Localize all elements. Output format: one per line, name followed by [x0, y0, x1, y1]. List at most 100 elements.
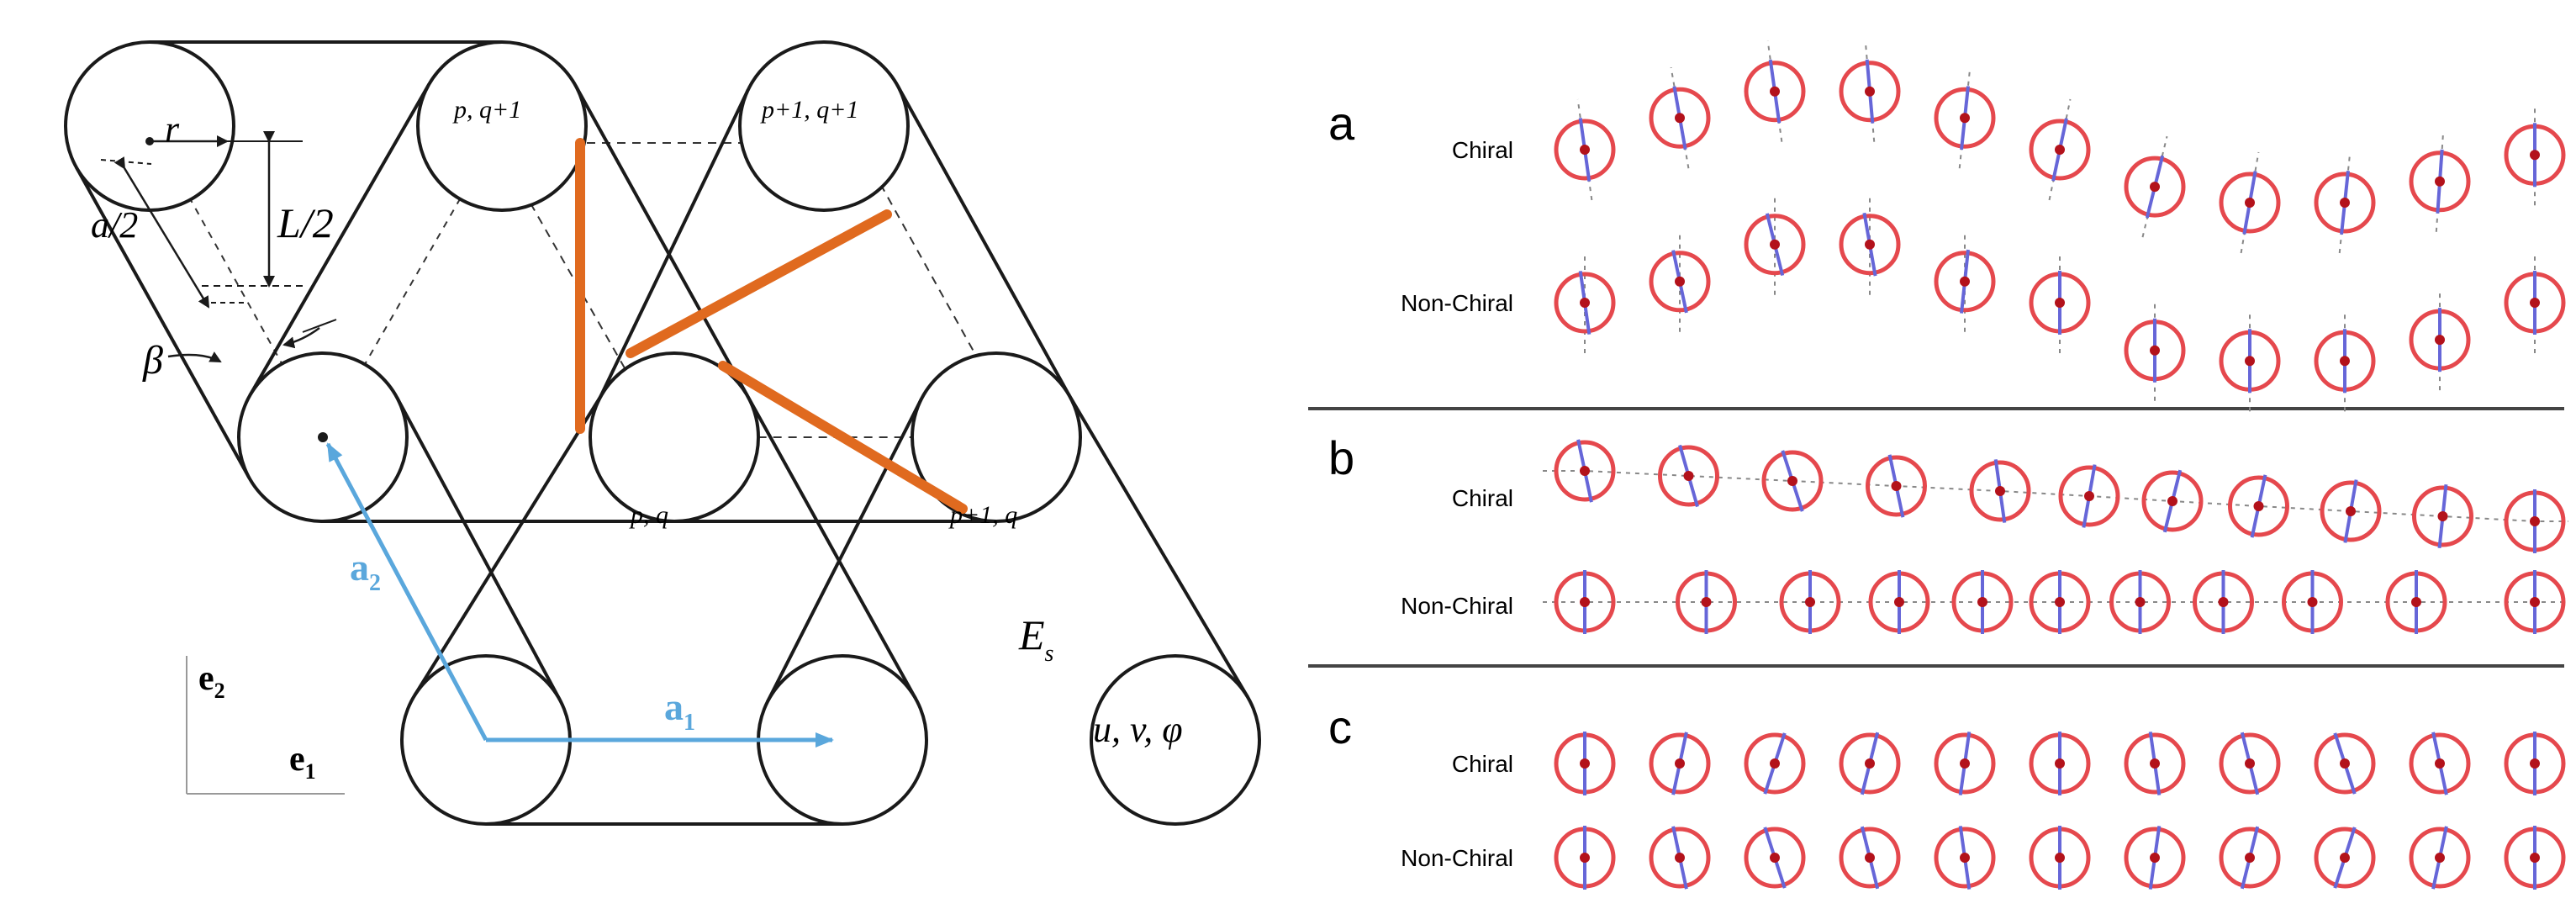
rod: [2240, 732, 2260, 795]
ring: [1554, 732, 1616, 795]
guide-line: [1958, 67, 1972, 169]
ring-node: [2193, 570, 2254, 634]
ring-center-dot: [2340, 356, 2350, 367]
ring: [2314, 732, 2376, 795]
row-label-b-chiral: Chiral: [1452, 485, 1513, 511]
ring-node: [2504, 271, 2566, 335]
ligament: [1067, 394, 1249, 699]
rod: [2051, 118, 2068, 182]
row-label-c-nonchiral: Non-Chiral: [1401, 845, 1513, 871]
ring-node: [2409, 826, 2471, 890]
ring-center-dot: [1995, 486, 2005, 496]
ring-node: [1658, 444, 1719, 508]
ring: [1969, 460, 2031, 522]
label-node-p1-q: p+1, q: [948, 501, 1017, 529]
ring: [1744, 61, 1806, 123]
ligament: [248, 83, 431, 397]
label-Es: Es: [1018, 611, 1054, 667]
ring: [2504, 571, 2566, 633]
label-a1: a1: [664, 685, 695, 736]
ring-node: [1554, 826, 1616, 890]
rod: [2250, 474, 2267, 538]
highlighted-ligament: [626, 209, 892, 358]
ring-node: [2409, 149, 2471, 214]
rod: [2343, 479, 2358, 543]
ring-center-dot: [2167, 496, 2177, 506]
ring-center-dot: [1675, 758, 1685, 769]
ligament: [395, 396, 562, 701]
rod: [2436, 149, 2444, 214]
ligament: [895, 84, 1072, 398]
ring-center-dot: [1580, 298, 1590, 308]
ring-node: [1554, 439, 1616, 503]
label-beta: β: [142, 338, 163, 383]
ring-center-dot: [2253, 501, 2264, 511]
ring: [2219, 732, 2281, 795]
ring: [1658, 445, 1719, 507]
ring: [2124, 320, 2186, 382]
ligament: [766, 398, 923, 703]
node-circle: [1090, 654, 1261, 826]
ring: [2314, 827, 2376, 889]
guide-line: [2048, 98, 2072, 201]
ring-node: [1839, 826, 1901, 890]
label-L-half: L/2: [277, 199, 334, 246]
ring-node: [2124, 155, 2186, 219]
ring-center-dot: [2530, 853, 2540, 863]
ring-center-dot: [2340, 198, 2350, 208]
ring: [2504, 272, 2566, 334]
ring-node: [2058, 464, 2120, 528]
ring-center-dot: [2346, 506, 2356, 516]
label-e2: e2: [198, 659, 225, 703]
ring: [1951, 571, 2014, 633]
beta-arc: [302, 319, 337, 333]
ring: [1744, 732, 1806, 795]
ring-center-dot: [2055, 597, 2065, 607]
ring-node: [2504, 489, 2566, 553]
rod: [2242, 171, 2257, 235]
ring-node: [1934, 826, 1996, 890]
rod: [2162, 469, 2183, 533]
ring: [2228, 475, 2289, 537]
ring-node: [2124, 318, 2186, 383]
rod: [2148, 826, 2162, 890]
ring-node: [1554, 732, 1616, 795]
rod: [2240, 826, 2260, 890]
ring-center-dot: [2055, 145, 2065, 155]
ring-center-dot: [2530, 150, 2540, 161]
ring-node: [1744, 732, 1806, 795]
label-node-p1-q1: p+1, q+1: [760, 96, 859, 124]
label-node-p-q: p, q: [629, 501, 668, 529]
ring-center-dot: [2150, 758, 2160, 769]
ring-center-dot: [1960, 758, 1970, 769]
ring-center-dot: [2340, 758, 2350, 769]
label-node-p-q1: p, q+1: [452, 96, 521, 124]
ring-node: [1951, 570, 2014, 634]
ring: [2409, 151, 2471, 213]
ring-center-dot: [1770, 758, 1780, 769]
ring: [1866, 455, 1927, 517]
rod: [2333, 732, 2357, 795]
ring-node: [1868, 570, 1930, 634]
highlighted-ligament: [718, 361, 968, 514]
rod: [2082, 464, 2097, 528]
row-label-a-chiral: Chiral: [1452, 137, 1513, 163]
ring-node: [2314, 170, 2376, 235]
rod: [1671, 250, 1688, 314]
ring: [1554, 119, 1616, 181]
ring-node: [1934, 86, 1996, 151]
rod: [1672, 86, 1687, 150]
guide-line: [2435, 130, 2445, 232]
ring: [2029, 732, 2091, 795]
ring-node: [1934, 732, 1996, 795]
ring-node: [2385, 570, 2447, 634]
ring: [1934, 251, 1996, 313]
ring-center-dot: [1770, 86, 1780, 97]
ring-node: [2314, 329, 2376, 394]
ring: [1554, 440, 1616, 502]
guide-line: [1766, 40, 1783, 142]
ring: [1649, 732, 1711, 795]
ring-center-dot: [2245, 356, 2255, 367]
ring: [2409, 827, 2471, 889]
rod: [1887, 454, 1905, 518]
